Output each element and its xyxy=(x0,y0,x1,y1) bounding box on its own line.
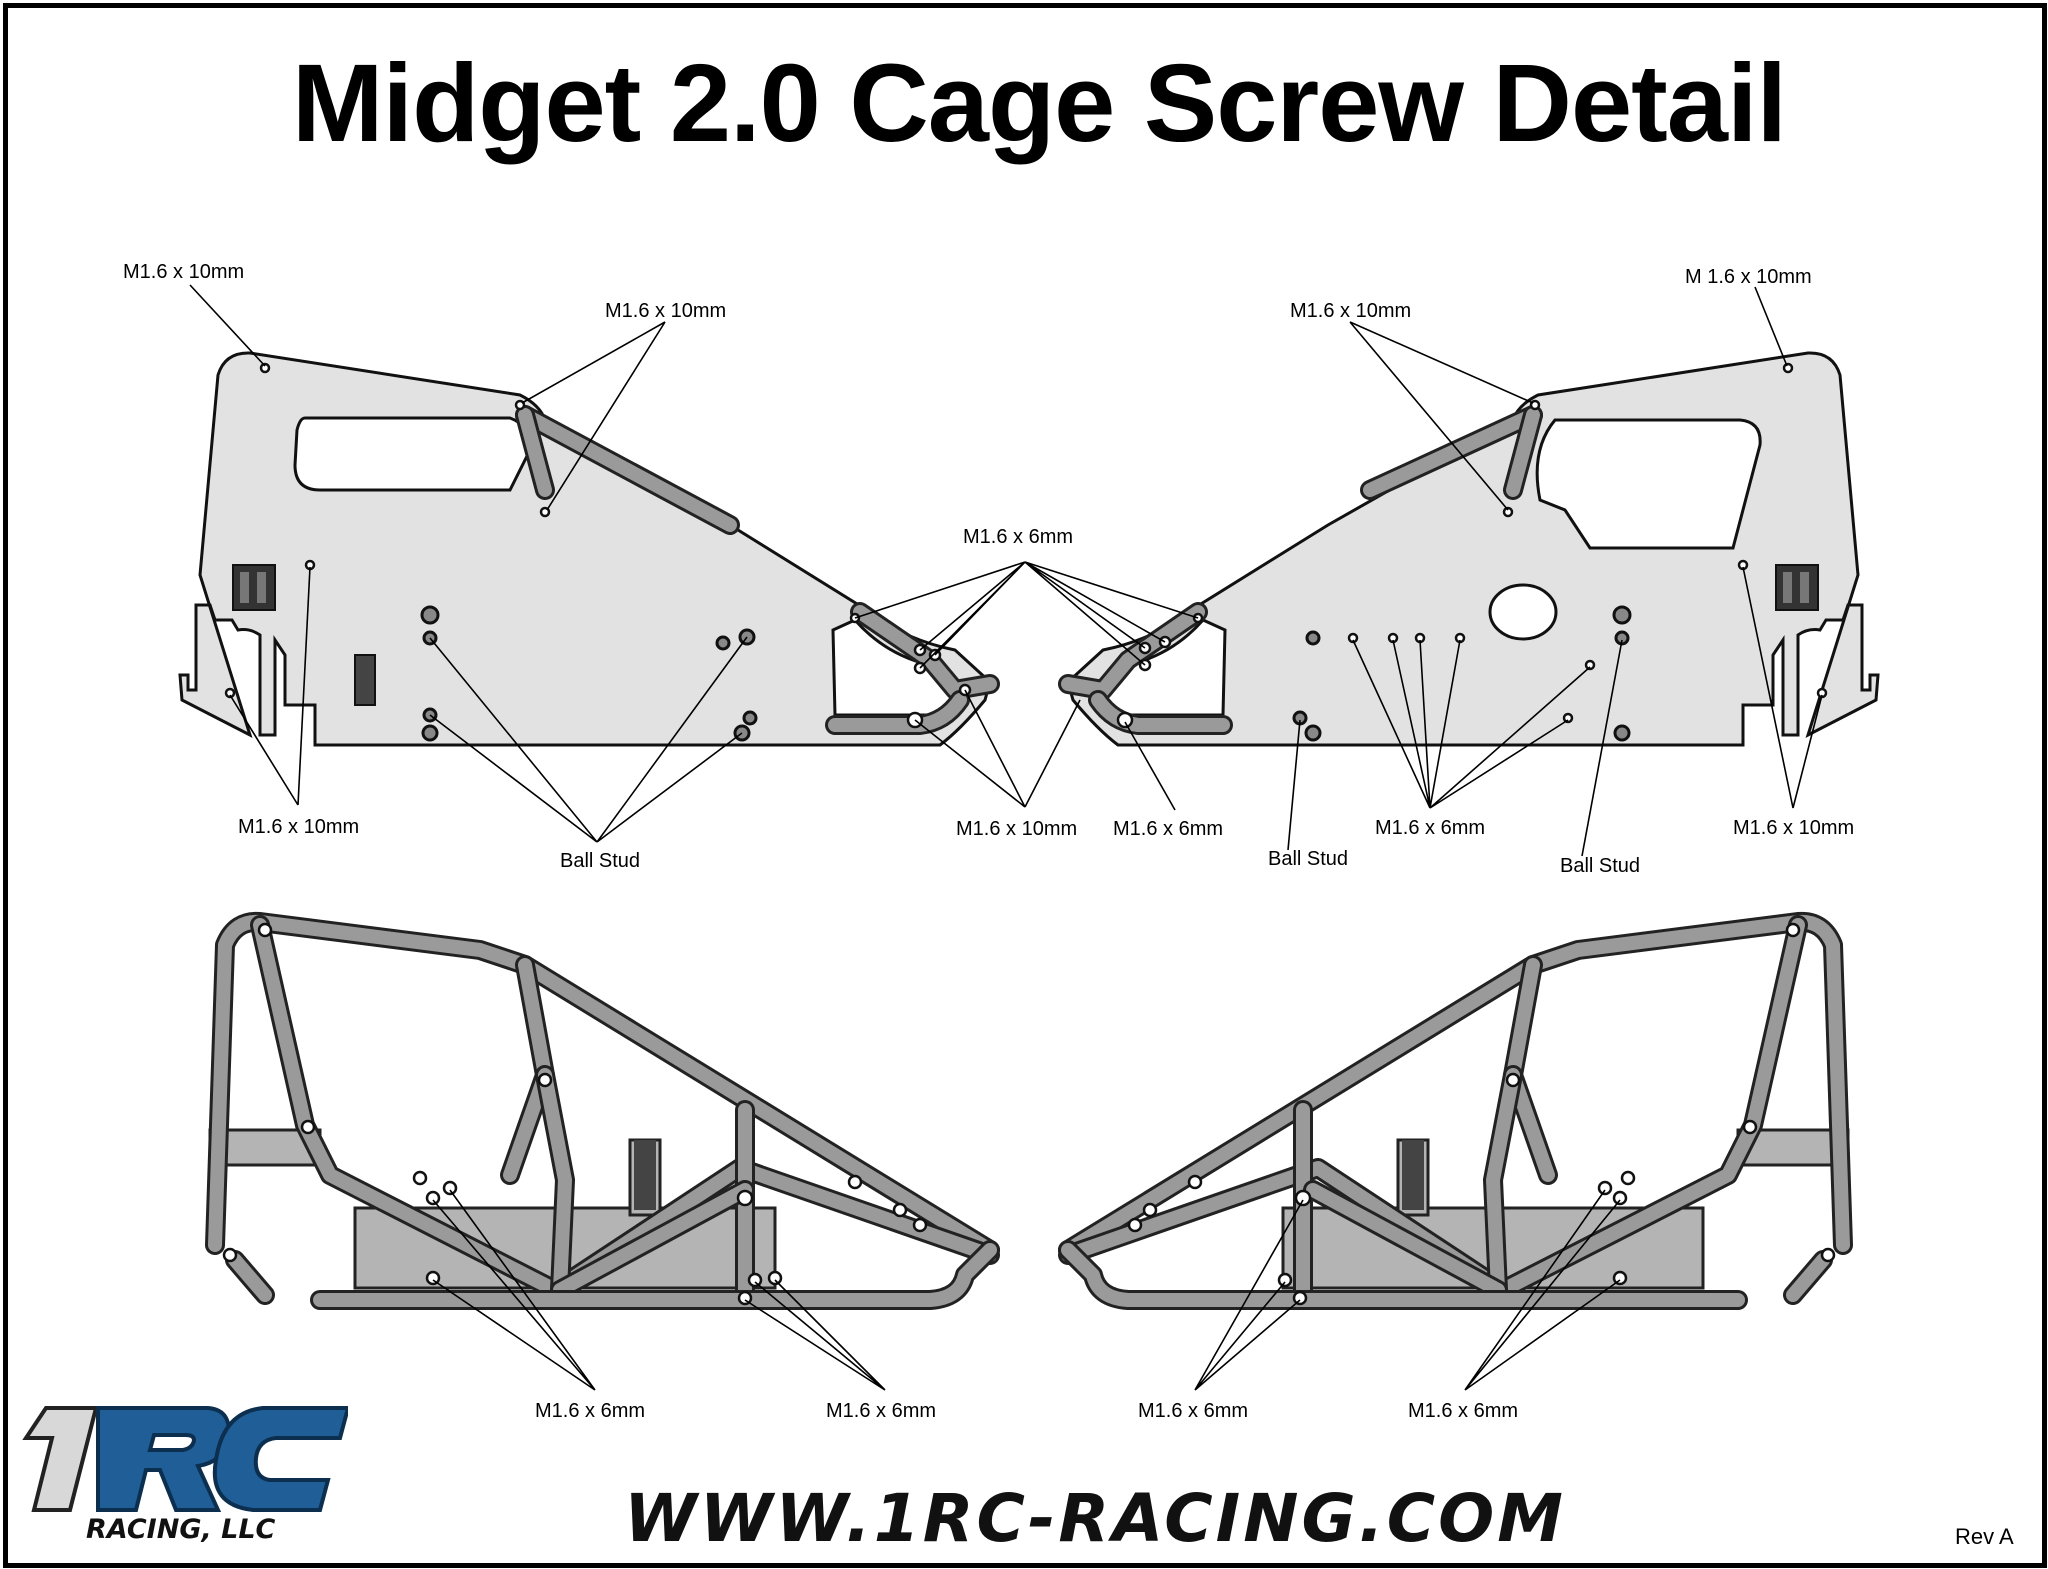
website-url: WWW.1RC-RACING.COM xyxy=(624,1480,1566,1557)
top-left-side-panel xyxy=(178,351,1000,747)
page-title: Midget 2.0 Cage Screw Detail xyxy=(291,42,1787,165)
label-screw-top-center-right: M1.6 x 10mm xyxy=(1290,300,1411,322)
label-frame-screw-2: M1.6 x 6mm xyxy=(826,1400,936,1422)
label-screw-top-center-left: M1.6 x 10mm xyxy=(605,300,726,322)
top-right-side-panel xyxy=(1058,351,1880,747)
bottom-left-cage-frame xyxy=(205,911,1000,1310)
label-screw-center: M1.6 x 6mm xyxy=(963,526,1073,548)
label-screw-top-left: M1.6 x 10mm xyxy=(123,261,244,283)
company-logo xyxy=(22,1406,348,1512)
label-screw-low-center-6mm: M1.6 x 6mm xyxy=(1113,818,1223,840)
label-screw-low-right-6mm: M1.6 x 6mm xyxy=(1375,817,1485,839)
label-ball-stud-right: Ball Stud xyxy=(1560,855,1640,877)
label-frame-screw-1: M1.6 x 6mm xyxy=(535,1400,645,1422)
label-frame-screw-4: M1.6 x 6mm xyxy=(1408,1400,1518,1422)
label-screw-low-center: M1.6 x 10mm xyxy=(956,818,1077,840)
bottom-right-cage-frame xyxy=(1058,911,1853,1310)
label-ball-stud-left: Ball Stud xyxy=(560,850,640,872)
label-screw-low-right: M1.6 x 10mm xyxy=(1733,817,1854,839)
revision-label: Rev A xyxy=(1955,1524,2014,1549)
label-screw-top-right: M 1.6 x 10mm xyxy=(1685,266,1812,288)
logo-subtitle: RACING, LLC xyxy=(86,1514,276,1545)
label-frame-screw-3: M1.6 x 6mm xyxy=(1138,1400,1248,1422)
label-screw-low-left: M1.6 x 10mm xyxy=(238,816,359,838)
label-ball-stud-mid: Ball Stud xyxy=(1268,848,1348,870)
leader-lines xyxy=(189,284,1823,1391)
